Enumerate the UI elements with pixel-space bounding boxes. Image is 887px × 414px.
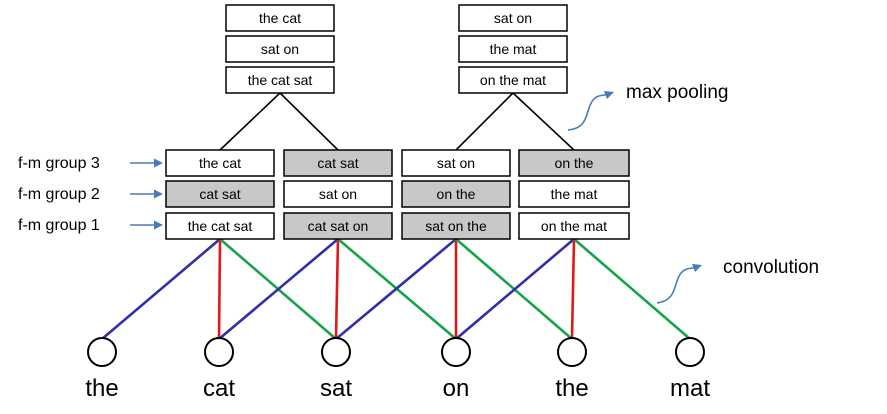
feature-column-3: sat on on the sat on the [401,149,511,240]
pooled-box-label: the mat [490,41,537,57]
curved-arrow-icon [656,266,698,304]
pooled-box [225,66,335,94]
feature-box-label: sat on the [425,218,487,234]
convolution-annotation: convolution [656,257,819,304]
group-labels: f-m group 3 f-m group 2 f-m group 1 [18,155,163,234]
word-label: on [443,375,470,402]
input-nodes [87,337,705,367]
convolution-edge-red [217,238,222,339]
feature-box [165,212,275,240]
convolution-edge-blue [218,238,339,340]
feature-box-label: on the mat [541,218,607,234]
word-label: sat [320,375,352,402]
feature-box-label: the mat [551,186,598,202]
feature-box-label: on the [437,186,476,202]
feature-box-shaded [401,180,511,208]
feature-maps: the cat cat sat the cat sat cat sat sat … [165,149,630,240]
input-node [675,337,705,367]
feature-box-label: cat sat [199,186,240,202]
convolution-edges [101,238,691,340]
feature-box-label: cat sat [317,155,358,171]
max-pooling-label: max pooling [626,82,728,103]
feature-box-label: the cat [199,155,241,171]
word-label: the [555,375,588,402]
arrow-icon [130,158,163,168]
max-pooling-annotation: max pooling [567,82,728,131]
convolution-edge-green [573,238,691,340]
convolution-label: convolution [723,257,819,278]
pooled-box [458,66,568,94]
input-node [321,337,351,367]
feature-box-shaded [401,212,511,240]
pooled-box-label: on the mat [480,72,546,88]
feature-box-label: the cat sat [188,218,253,234]
feature-box-label: on the [555,155,594,171]
word-label: mat [670,375,710,402]
pooled-box [458,35,568,63]
pooled-column-2: sat on the mat on the mat [458,4,568,94]
feature-column-1: the cat cat sat the cat sat [165,149,275,240]
curved-arrow-icon [567,93,610,131]
input-node [557,337,587,367]
pooling-link [512,92,575,151]
word-label: the [85,375,118,402]
group-label-2: f-m group 2 [18,186,100,203]
arrowhead-icon [692,264,702,272]
feature-column-4: on the the mat on the mat [518,149,630,240]
convolution-edge-red [334,238,340,339]
feature-box [518,212,630,240]
feature-box-shaded [165,180,275,208]
arrow-icon [130,189,163,199]
pooled-column-1: the cat sat on the cat sat [225,4,335,94]
input-node [204,337,234,367]
convolution-edge-red [570,238,576,339]
pooled-box-label: sat on [261,41,299,57]
group-label-1: f-m group 1 [18,217,100,234]
feature-box-shaded [518,149,630,177]
pooled-box [225,4,335,32]
pooling-link [279,92,339,151]
word-label: cat [203,375,235,402]
pooled-box [458,4,568,32]
feature-box-label: sat on [437,155,475,171]
feature-box [165,149,275,177]
arrow-icon [130,220,163,230]
pooled-features: the cat sat on the cat sat sat on the ma… [225,4,568,94]
pooled-box [225,35,335,63]
pooled-box-label: sat on [494,10,532,26]
feature-box [518,180,630,208]
input-node [441,337,471,367]
pooling-link [219,92,281,151]
feature-box-label: cat sat on [308,218,369,234]
convolution-edge-blue [455,238,575,340]
feature-box-shaded [283,212,393,240]
feature-column-2: cat sat sat on cat sat on [283,149,393,240]
feature-box-label: sat on [319,186,357,202]
pooling-tree-lines [219,92,575,151]
feature-box [283,180,393,208]
feature-box [401,149,511,177]
convolution-edge-blue [335,238,457,340]
feature-box-shaded [283,149,393,177]
input-words: the cat sat on the mat [85,375,710,402]
pooling-link [455,92,514,151]
input-node [87,337,117,367]
arrowhead-icon [604,91,614,99]
pooled-box-label: the cat sat [248,72,313,88]
pooled-box-label: the cat [259,10,301,26]
group-label-3: f-m group 3 [18,155,100,172]
convolution-edge-blue [101,238,221,340]
